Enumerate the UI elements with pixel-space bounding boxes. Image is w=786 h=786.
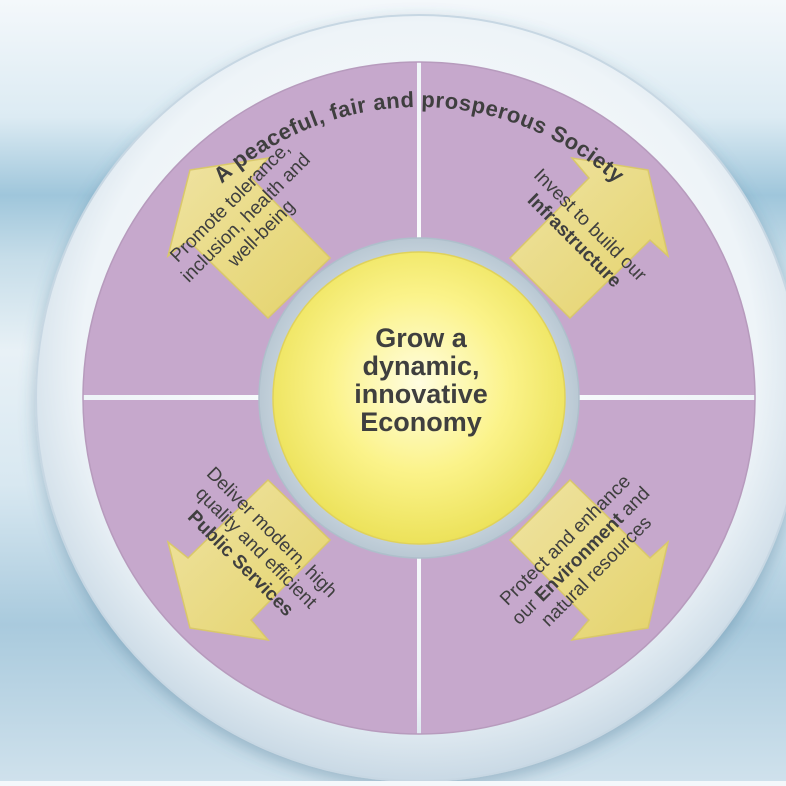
center-economy-text: Grow a dynamic, innovative Economy [301,324,541,436]
center-disc [272,251,566,545]
center-line: Grow a [375,323,467,353]
quadrant-border [82,61,756,735]
center-line: Economy [360,407,482,437]
arrow-bottom-left [166,478,332,642]
arrow-top-left [166,156,332,320]
arrow-bottom-right [508,478,670,642]
arrows-group [166,156,670,642]
center-line: innovative [354,379,488,409]
arrow-top-right [508,156,670,320]
center-line: dynamic, [362,351,480,381]
